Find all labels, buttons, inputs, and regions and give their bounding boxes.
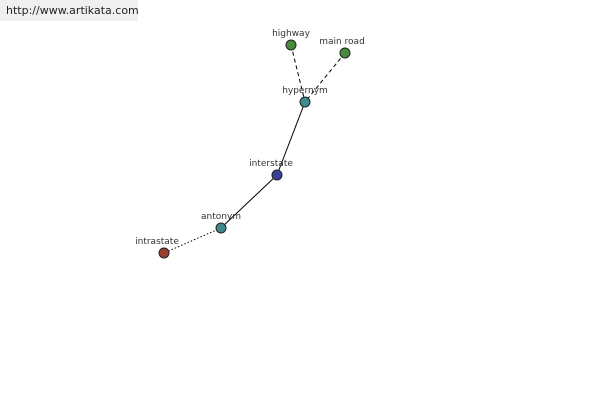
edge-interstate-antonym <box>220 174 278 229</box>
node-label-hypernym: hypernym <box>282 86 328 96</box>
nodes-layer: highway main road hypernym interstate antony… <box>135 29 365 259</box>
node-label-highway: highway <box>272 29 310 39</box>
node-label-antonym: antonym <box>201 212 241 222</box>
node-intrastate[interactable]: intrastate <box>135 237 179 259</box>
node-circle-intrastate[interactable] <box>158 247 170 259</box>
node-label-intrastate: intrastate <box>135 237 179 247</box>
node-circle-highway[interactable] <box>285 39 297 51</box>
edge-main_road-hypernym <box>304 52 346 103</box>
node-label-main_road: main road <box>319 37 365 47</box>
edge-highway-hypernym <box>290 44 306 103</box>
source-url-link[interactable]: http://www.artikata.com <box>0 0 139 21</box>
node-highway[interactable]: highway <box>272 29 311 51</box>
node-hypernym[interactable]: hypernym <box>282 86 328 108</box>
node-interstate[interactable]: interstate <box>249 159 293 181</box>
node-label-interstate: interstate <box>249 159 293 169</box>
node-circle-main_road[interactable] <box>339 47 351 59</box>
node-circle-hypernym[interactable] <box>299 96 311 108</box>
edge-hypernym-interstate <box>276 101 306 176</box>
node-circle-antonym[interactable] <box>215 222 227 234</box>
edges-layer <box>163 44 346 254</box>
node-main_road[interactable]: main road <box>319 37 365 59</box>
node-antonym[interactable]: antonym <box>201 212 241 234</box>
node-circle-interstate[interactable] <box>271 169 283 181</box>
